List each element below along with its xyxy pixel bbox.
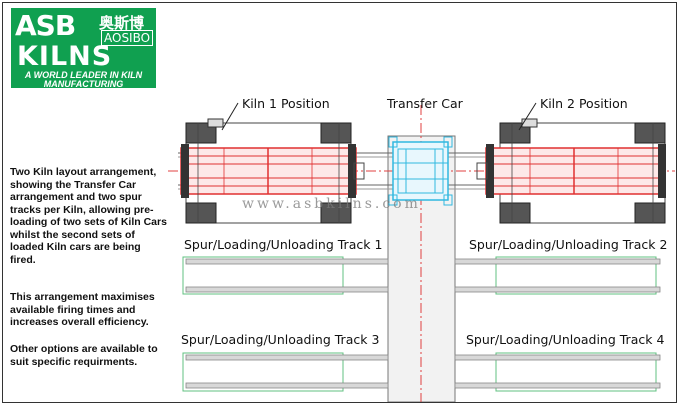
kiln-2-drawing [476, 118, 666, 224]
spur-track-2-drawing [454, 256, 661, 295]
spur-track-4-drawing [454, 352, 661, 392]
company-logo: ASB 奥斯博 AOSIBO KILNS A WORLD LEADER IN K… [11, 8, 156, 89]
kiln-1-drawing [180, 118, 365, 224]
logo-kilns-text: KILNS [17, 41, 113, 72]
layout-drawing [168, 102, 675, 402]
track-4-label: Spur/Loading/Unloading Track 4 [466, 332, 665, 347]
logo-aosibo-text: AOSIBO [101, 30, 154, 46]
logo-tagline-1: A WORLD LEADER IN KILN [24, 70, 143, 80]
description-paragraph-2: This arrangement maximises available fir… [10, 291, 155, 328]
logo-tagline-2: MANUFACTURING [43, 79, 124, 89]
kiln-1-label: Kiln 1 Position [242, 96, 330, 111]
track-1-label: Spur/Loading/Unloading Track 1 [184, 237, 383, 252]
transfer-car-drawing [388, 136, 453, 206]
description-paragraph-3: Other options are available to suit spec… [10, 343, 158, 368]
kiln-2-label: Kiln 2 Position [540, 96, 628, 111]
description-paragraph-1: Two Kiln layout arrangement, showing the… [10, 166, 167, 266]
label-leaders [221, 102, 537, 131]
logo-asb-text: ASB [15, 9, 76, 42]
track-3-label: Spur/Loading/Unloading Track 3 [181, 332, 380, 347]
spur-track-3-drawing [182, 352, 389, 392]
watermark: www.asbkilns.com [242, 196, 421, 212]
spur-track-1-drawing [182, 256, 389, 295]
transfer-car-label: Transfer Car [387, 96, 463, 111]
logo-chinese-text: 奥斯博 [99, 14, 145, 32]
track-2-label: Spur/Loading/Unloading Track 2 [469, 237, 668, 252]
diagram-frame: ASB 奥斯博 AOSIBO KILNS A WORLD LEADER IN K… [2, 2, 677, 403]
